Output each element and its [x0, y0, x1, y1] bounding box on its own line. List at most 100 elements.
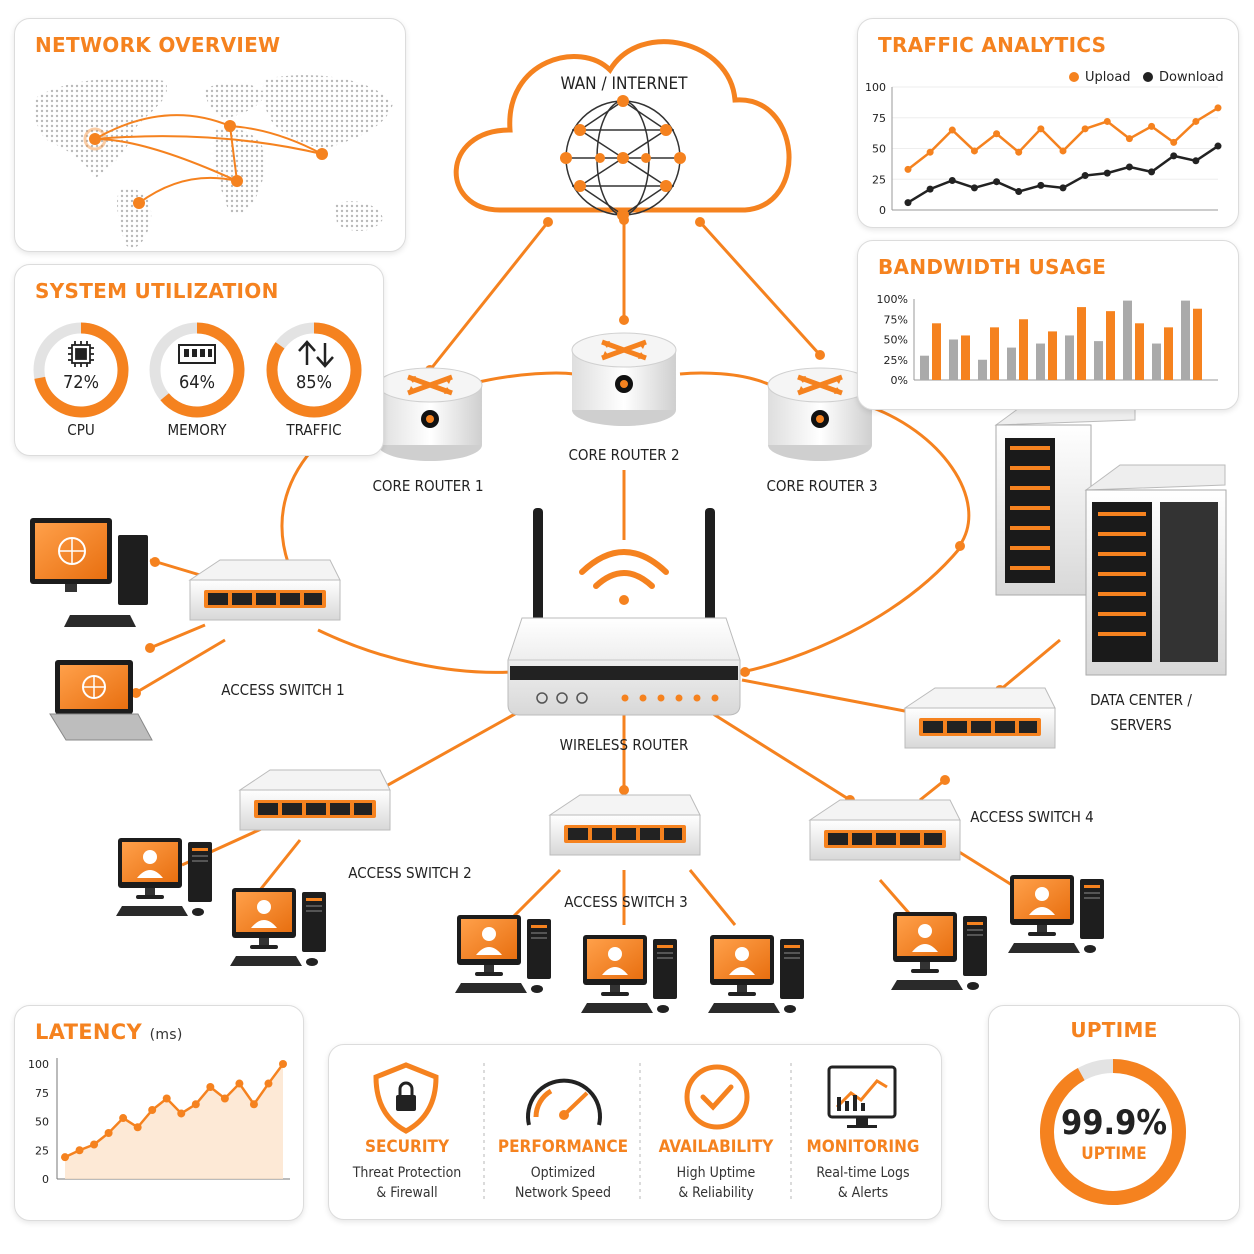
bandwidth-bar-chart: 100%75%50%25%0%	[877, 293, 1218, 387]
data-point	[235, 1079, 244, 1088]
access-switch-3-label: ACCESS SWITCH 3	[564, 893, 688, 911]
data-point	[1214, 142, 1222, 150]
cpu-value: 72%	[63, 372, 99, 393]
data-point	[264, 1079, 273, 1088]
feature-performance-title: PERFORMANCE	[497, 1137, 629, 1157]
bar	[1036, 343, 1045, 380]
data-point	[279, 1060, 287, 1068]
wireless-router	[507, 508, 741, 716]
data-point	[904, 199, 912, 207]
bandwidth-y-tick: 75%	[884, 313, 908, 326]
bar	[1094, 341, 1103, 380]
bar	[1106, 311, 1115, 380]
data-point	[1170, 138, 1178, 146]
traffic-label: TRAFFIC	[286, 421, 342, 439]
workstation	[708, 935, 804, 1013]
data-point	[1148, 122, 1156, 130]
data-center-label: DATA CENTER /	[1090, 691, 1192, 709]
feature-dividers	[483, 1063, 792, 1203]
uptime-title: UPTIME	[1070, 1018, 1158, 1042]
memory-value: 64%	[179, 372, 215, 393]
data-point	[904, 165, 912, 173]
world-map	[33, 75, 393, 248]
bar	[1164, 327, 1173, 380]
bar	[932, 323, 941, 380]
traffic-y-tick: 25	[872, 173, 886, 186]
data-point	[993, 130, 1001, 138]
uptime-gauge	[1040, 1059, 1186, 1205]
data-point	[220, 1094, 229, 1103]
access-switch-2-label: ACCESS SWITCH 2	[348, 864, 472, 882]
data-point	[75, 1146, 84, 1155]
traffic-y-tick: 100	[865, 81, 886, 94]
legend-download: Download	[1159, 70, 1224, 85]
workstation	[455, 915, 551, 993]
wan-label: WAN / INTERNET	[560, 74, 688, 94]
core-router-1-label: CORE ROUTER 1	[372, 477, 484, 495]
traffic-analytics-title: TRAFFIC ANALYTICS	[878, 33, 1107, 57]
feature-security: SECURITY Threat Protection & Firewall	[332, 1129, 482, 1203]
system-utilization-panel: SYSTEM UTILIZATION 72% CPU 64% MEMORY 85…	[14, 264, 384, 456]
traffic-legend: Upload Download	[1069, 70, 1224, 85]
data-point	[191, 1100, 200, 1109]
bar	[978, 359, 987, 380]
data-point	[1214, 104, 1222, 112]
data-point	[970, 147, 978, 155]
legend-upload: Upload	[1085, 70, 1131, 85]
data-point	[162, 1094, 171, 1103]
bar	[1123, 300, 1132, 380]
access-switch-2	[239, 769, 391, 831]
bar	[1181, 300, 1190, 380]
feature-security-desc1: Threat Protection	[352, 1165, 462, 1181]
latency-y-tick: 50	[35, 1116, 49, 1129]
workstation	[116, 838, 212, 916]
cpu-chip-icon	[68, 341, 94, 367]
feature-security-desc2: & Firewall	[376, 1185, 438, 1201]
bar	[1007, 347, 1016, 380]
feature-monitoring: MONITORING Real-time Logs & Alerts	[788, 1129, 938, 1203]
features-panel: SECURITY Threat Protection & Firewall PE…	[328, 1044, 942, 1220]
data-point	[993, 178, 1001, 186]
network-overview-panel: NETWORK OVERVIEW	[14, 18, 406, 252]
feature-availability: AVAILABILITY High Uptime & Reliability	[641, 1129, 791, 1203]
latency-area	[65, 1064, 283, 1179]
wireless-router-label: WIRELESS ROUTER	[559, 736, 689, 754]
memory-module-icon	[178, 344, 216, 364]
latency-line	[64, 1063, 285, 1159]
data-point	[1103, 169, 1111, 177]
monitor-chart-icon	[827, 1065, 897, 1128]
gauge-fill	[160, 322, 245, 418]
data-center-label-2: SERVERS	[1110, 716, 1172, 734]
bandwidth-y-tick: 50%	[884, 334, 908, 347]
globe-nodes	[560, 95, 686, 221]
latency-title-text: LATENCY	[35, 1020, 142, 1044]
data-point	[1192, 117, 1200, 125]
data-point	[1148, 168, 1156, 176]
traffic-y-tick: 75	[872, 112, 886, 125]
uptime-value: 99.9%	[1060, 1103, 1168, 1143]
uptime-fill	[1040, 1059, 1186, 1205]
system-utilization-title: SYSTEM UTILIZATION	[35, 279, 279, 303]
bar	[949, 339, 958, 380]
data-point	[1125, 163, 1133, 171]
access-switch-4	[904, 687, 1056, 749]
bar	[1152, 343, 1161, 380]
bar	[990, 327, 999, 380]
data-point	[133, 1123, 142, 1132]
core-router-2-label: CORE ROUTER 2	[568, 446, 680, 464]
workstation	[891, 912, 987, 990]
uptime-panel: UPTIME 99.9% UPTIME	[988, 1005, 1240, 1221]
bandwidth-y-tick: 100%	[877, 293, 908, 306]
connection-lines	[131, 220, 1061, 1062]
feature-availability-desc1: High Uptime	[676, 1165, 756, 1181]
data-point	[926, 148, 934, 156]
latency-y-tick: 100	[28, 1058, 49, 1071]
data-point	[104, 1129, 113, 1137]
data-point	[1059, 184, 1067, 192]
bar	[1065, 335, 1074, 380]
feature-availability-desc2: & Reliability	[678, 1185, 754, 1201]
data-point	[1037, 181, 1045, 189]
